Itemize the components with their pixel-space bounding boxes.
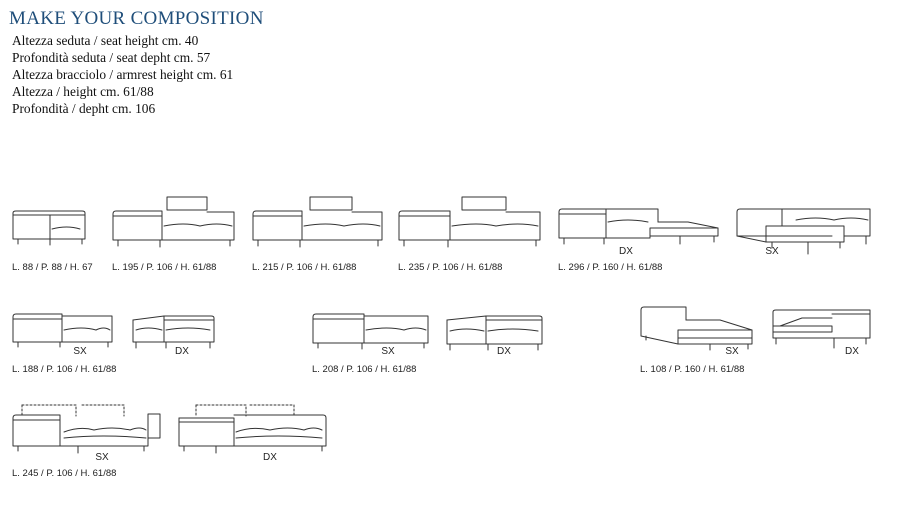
sofa-245-sx-drawing	[12, 404, 161, 454]
sofa-235-drawing	[398, 196, 541, 248]
caption-armchair-88: L. 88 / P. 88 / H. 67	[12, 262, 93, 273]
label-sofa-245-sx: SX	[95, 452, 109, 463]
spec-list: Altezza seduta / seat height cm. 40 Prof…	[12, 32, 233, 117]
label-chaise-108-sx: SX	[725, 346, 739, 357]
sofa-195-drawing	[112, 196, 235, 248]
sofa-188-dx-drawing	[132, 315, 215, 349]
chaise-296-dx-drawing	[558, 208, 719, 245]
label-sofa-208-sx: SX	[381, 346, 395, 357]
armchair-88-drawing	[12, 210, 86, 246]
caption-chaise-108: L. 108 / P. 160 / H. 61/88	[640, 364, 745, 375]
label-sofa-188-sx: SX	[73, 346, 87, 357]
spec-seat-depth: Profondità seduta / seat depht cm. 57	[12, 50, 211, 65]
sofa-188-sx-drawing	[12, 313, 113, 348]
chaise-108-sx-drawing	[640, 306, 753, 351]
spec-height: Altezza / height cm. 61/88	[12, 84, 154, 99]
label-sofa-188-dx: DX	[175, 346, 189, 357]
caption-sofa-235: L. 235 / P. 106 / H. 61/88	[398, 262, 503, 273]
label-sofa-245-dx: DX	[263, 452, 277, 463]
caption-sofa-195: L. 195 / P. 106 / H. 61/88	[112, 262, 217, 273]
sofa-215-drawing	[252, 196, 383, 248]
label-chaise-296-dx: DX	[619, 246, 633, 257]
caption-sofa-245: L. 245 / P. 106 / H. 61/88	[12, 468, 117, 479]
sofa-208-dx-drawing	[446, 315, 543, 351]
caption-sofa-208: L. 208 / P. 106 / H. 61/88	[312, 364, 417, 375]
caption-sofa-188: L. 188 / P. 106 / H. 61/88	[12, 364, 117, 375]
caption-sofa-215: L. 215 / P. 106 / H. 61/88	[252, 262, 357, 273]
label-chaise-296-sx: SX	[765, 246, 779, 257]
page-title: MAKE YOUR COMPOSITION	[9, 8, 264, 29]
label-chaise-108-dx: DX	[845, 346, 859, 357]
chaise-108-dx-drawing	[772, 309, 871, 349]
chaise-296-sx-drawing	[736, 208, 871, 255]
sofa-208-sx-drawing	[312, 313, 429, 350]
sofa-245-dx-drawing	[178, 404, 327, 454]
caption-chaise-296: L. 296 / P. 160 / H. 61/88	[558, 262, 663, 273]
label-sofa-208-dx: DX	[497, 346, 511, 357]
spec-armrest-height: Altezza bracciolo / armrest height cm. 6…	[12, 67, 234, 82]
spec-seat-height: Altezza seduta / seat height cm. 40	[12, 33, 199, 48]
spec-depth: Profondità / depht cm. 106	[12, 101, 156, 116]
